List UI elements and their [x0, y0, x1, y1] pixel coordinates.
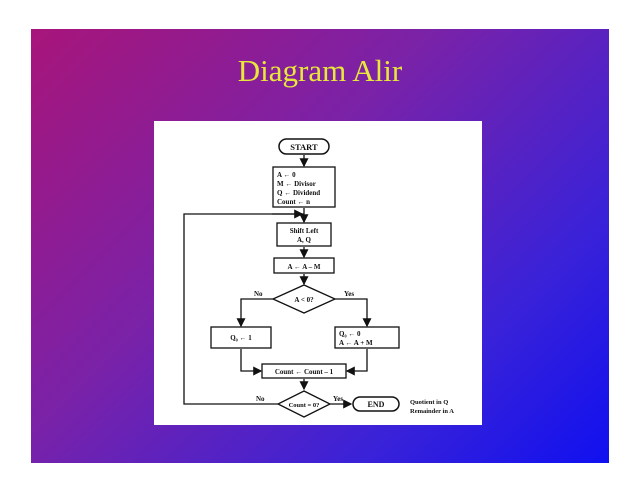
shift-box: Shift Left A, Q — [276, 222, 332, 247]
start-terminal: START — [278, 138, 330, 155]
decrement-label: Count ← Count – 1 — [275, 368, 334, 376]
restore-box: Q₀ ← 0 A ← A + M — [334, 326, 400, 349]
slide-background: Diagram Alir — [31, 29, 609, 463]
subtract-box: A ← A – M — [273, 257, 335, 274]
start-label: START — [290, 142, 318, 152]
init-line-1: A ← 0 — [277, 171, 296, 179]
end-terminal: END — [352, 396, 400, 412]
right-box-line-2: A ← A + M — [339, 339, 373, 347]
decision1-no-label: No — [254, 290, 263, 298]
decision2-label: Count = 0? — [289, 402, 320, 409]
decision-a-less-zero: A < 0? — [271, 284, 337, 314]
result-line-2: Remainder in A — [410, 408, 454, 415]
decrement-box: Count ← Count – 1 — [261, 363, 347, 379]
init-box: A ← 0 M ← Divisor Q ← Dividend Count ← n — [272, 166, 336, 208]
decision1-yes-label: Yes — [344, 290, 354, 298]
decision-count-zero: Count = 0? — [276, 390, 332, 418]
decision1-label: A < 0? — [294, 296, 314, 304]
end-label: END — [368, 400, 385, 409]
init-line-4: Count ← n — [277, 198, 310, 206]
decision2-no-label: No — [256, 395, 265, 403]
shift-line-2: A, Q — [297, 236, 312, 244]
flowchart-diagram: START A ← 0 M ← Divisor Q ← Dividend Cou… — [183, 138, 454, 418]
shift-line-1: Shift Left — [290, 227, 319, 235]
left-box-label: Q₀ ← 1 — [230, 334, 252, 342]
init-line-3: Q ← Dividend — [277, 189, 320, 197]
slide-title: Diagram Alir — [237, 53, 403, 88]
result-line-1: Quotient in Q — [410, 399, 448, 406]
decision2-yes-label: Yes — [333, 395, 343, 403]
set-q0-one-box: Q₀ ← 1 — [210, 326, 272, 349]
subtract-label: A ← A – M — [287, 263, 320, 271]
right-box-line-1: Q₀ ← 0 — [339, 330, 361, 338]
init-line-2: M ← Divisor — [277, 180, 316, 188]
flowchart-figure: START A ← 0 M ← Divisor Q ← Dividend Cou… — [154, 121, 482, 425]
